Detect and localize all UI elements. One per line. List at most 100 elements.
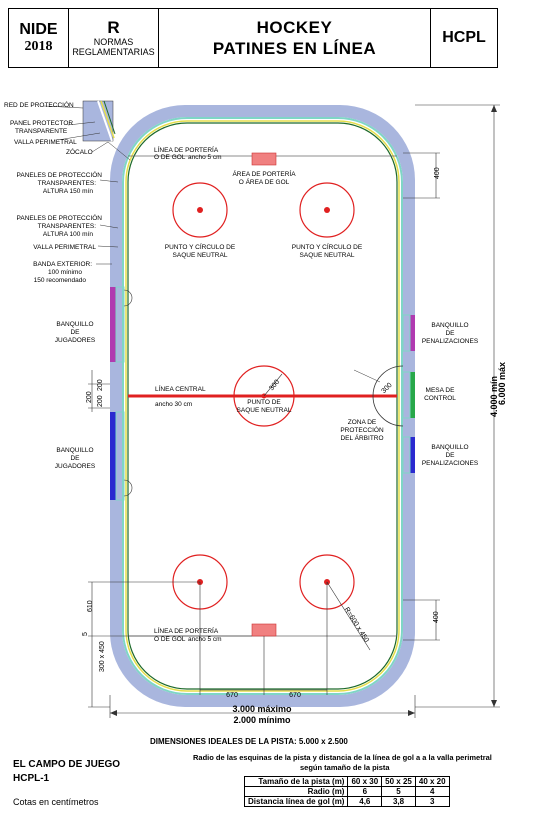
lbl-pen1b: DE: [445, 330, 455, 337]
goal-area-bottom: [251, 623, 277, 637]
arrow-4000-bottom: [491, 700, 497, 707]
lbl-zona3: DEL ÁRBITRO: [340, 433, 383, 442]
dim-400a: 400: [434, 167, 441, 179]
table-cell: 4,6: [347, 796, 383, 807]
table-row: Distancia línea de gol (m) 4,6 3,8 3: [243, 796, 450, 807]
r-label: R: [107, 18, 120, 37]
dim-610: 610: [87, 600, 94, 612]
lbl-valla: VALLA PERIMETRAL: [14, 139, 77, 146]
table-cell: 5: [381, 786, 416, 797]
bench-player-bottom-frame: [115, 411, 125, 501]
dim-length-1: 4.000 mín: [489, 376, 499, 417]
center-circle: [233, 365, 295, 427]
dim-200a: 200: [97, 379, 104, 391]
lbl-pen2b: DE: [445, 452, 455, 459]
referee-zone: [372, 365, 404, 427]
size-table: Tamaño de la pista (m) 60 x 30 50 x 25 4…: [243, 776, 450, 807]
legend-stripe-2: [100, 100, 115, 139]
bench-player-bottom: [110, 412, 116, 500]
lbl-pen1c: PENALIZACIONES: [422, 338, 479, 345]
lbl-spot-l2: SAQUE NEUTRAL: [173, 252, 228, 259]
lbl-cpt1: PUNTO DE: [247, 399, 281, 406]
arrow-4000-top: [491, 105, 497, 112]
dim-width-2: 2.000 mínimo: [233, 715, 291, 725]
lbl-center1: LÍNEA CENTRAL: [155, 384, 206, 393]
lbl-mesa1: MESA DE: [426, 387, 456, 394]
code-cell: HCPL: [431, 9, 497, 67]
mesa-control: [410, 372, 415, 418]
lbl-goal2a: LÍNEA DE PORTERÍA: [154, 626, 219, 635]
lbl-pen1a: BANQUILLO: [431, 322, 468, 329]
lbl-pan100c: ALTURA 100 mín: [43, 231, 93, 238]
campo-code: HCPL-1: [13, 773, 50, 784]
table-row: Radio (m) 6 5 4: [243, 786, 450, 797]
lbl-zona1: ZONA DE: [348, 419, 377, 426]
lbl-panel2: TRANSPARENTE: [15, 128, 68, 135]
dim-670b: 670: [289, 692, 301, 699]
code-label: HCPL: [442, 29, 486, 46]
leader-lines: [43, 105, 381, 383]
lbl-goal2b: O DE GOL: [154, 636, 186, 643]
table-cell: Radio (m): [243, 786, 349, 797]
lbl-pen2a: BANQUILLO: [431, 444, 468, 451]
bench-pen-top: [410, 315, 415, 351]
normas-cell: R NORMAS REGLAMENTARIAS: [69, 9, 159, 67]
lbl-spot-r1: PUNTO Y CÍRCULO DE: [292, 242, 363, 251]
bench-player-top: [110, 287, 116, 362]
dim-length-2: 6.000 máx: [497, 362, 507, 405]
lbl-panel1: PANEL PROTECTOR: [10, 120, 73, 127]
table-cell: 4: [414, 786, 450, 797]
goal-area-top: [251, 152, 277, 166]
lbl-banq1c: JUGADORES: [55, 337, 96, 344]
lbl-banq2a: BANQUILLO: [56, 447, 93, 454]
lbl-banda3: 150 recomendado: [34, 277, 87, 284]
valla-line: [127, 122, 398, 690]
table-row: Tamaño de la pista (m) 60 x 30 50 x 25 4…: [243, 776, 450, 787]
lbl-center2: ancho 30 cm: [155, 401, 192, 408]
lbl-pen2c: PENALIZACIONES: [422, 460, 479, 467]
table-cell: 40 x 20: [414, 776, 450, 787]
bench-pen-top-frame: [402, 314, 411, 352]
lbl-goal1c: ancho 5 cm: [188, 154, 222, 161]
title-line-2: PATINES EN LÍNEA: [212, 39, 377, 58]
ideal-dims: DIMENSIONES IDEALES DE LA PISTA: 5.000 x…: [150, 737, 348, 746]
bench-pen-bottom: [410, 437, 415, 473]
lbl-pan150b: TRANSPARENTES:: [38, 180, 97, 187]
arrow-3000-left: [110, 710, 117, 716]
lbl-banda1: BANDA EXTERIOR:: [33, 261, 92, 268]
lbl-pan150c: ALTURA 150 mín: [43, 188, 93, 195]
year-label: 2018: [24, 39, 53, 54]
lbl-goal1a: LÍNEA DE PORTERÍA: [154, 145, 219, 154]
dim-5: 5: [82, 632, 89, 636]
lbl-banq1b: DE: [70, 329, 80, 336]
panel-line: [125, 120, 400, 692]
radio-note-2: según tamaño de la pista: [300, 763, 390, 772]
lbl-mesa2: CONTROL: [424, 395, 456, 402]
faceoff-dot-tr: [324, 207, 330, 213]
faceoff-circle-tr: [299, 182, 355, 238]
lbl-valla2: VALLA PERIMETRAL: [33, 244, 96, 251]
table-cell: 50 x 25: [381, 776, 416, 787]
bench-door-1: [123, 289, 133, 307]
legend-stripe-1: [97, 100, 113, 142]
dimension-lines: [88, 104, 500, 718]
dim-300x450: 300 x 450: [99, 641, 106, 672]
dim-200b: 200: [97, 395, 104, 407]
table-cell: Tamaño de la pista (m): [243, 776, 349, 787]
arrow-3000-right: [408, 710, 415, 716]
lbl-pan100a: PANELES DE PROTECCIÓN: [17, 213, 103, 222]
lbl-pan150a: PANELES DE PROTECCIÓN: [17, 170, 103, 179]
lbl-red: RED DE PROTECCIÓN: [4, 100, 74, 109]
lbl-area1: ÁREA DE PORTERÍA: [232, 169, 296, 178]
title-block: NIDE 2018 R NORMAS REGLAMENTARIAS HOCKEY…: [8, 8, 498, 68]
lbl-banq1a: BANQUILLO: [56, 321, 93, 328]
faceoff-circle-tl: [172, 182, 228, 238]
dim-400b: 400: [433, 611, 440, 623]
table-cell: 3: [414, 796, 450, 807]
legend-stripe-3: [103, 100, 116, 135]
lbl-banq2c: JUGADORES: [55, 463, 96, 470]
lbl-pan100b: TRANSPARENTES:: [38, 223, 97, 230]
mesa-control-frame: [402, 371, 411, 419]
dim-670a: 670: [226, 692, 238, 699]
